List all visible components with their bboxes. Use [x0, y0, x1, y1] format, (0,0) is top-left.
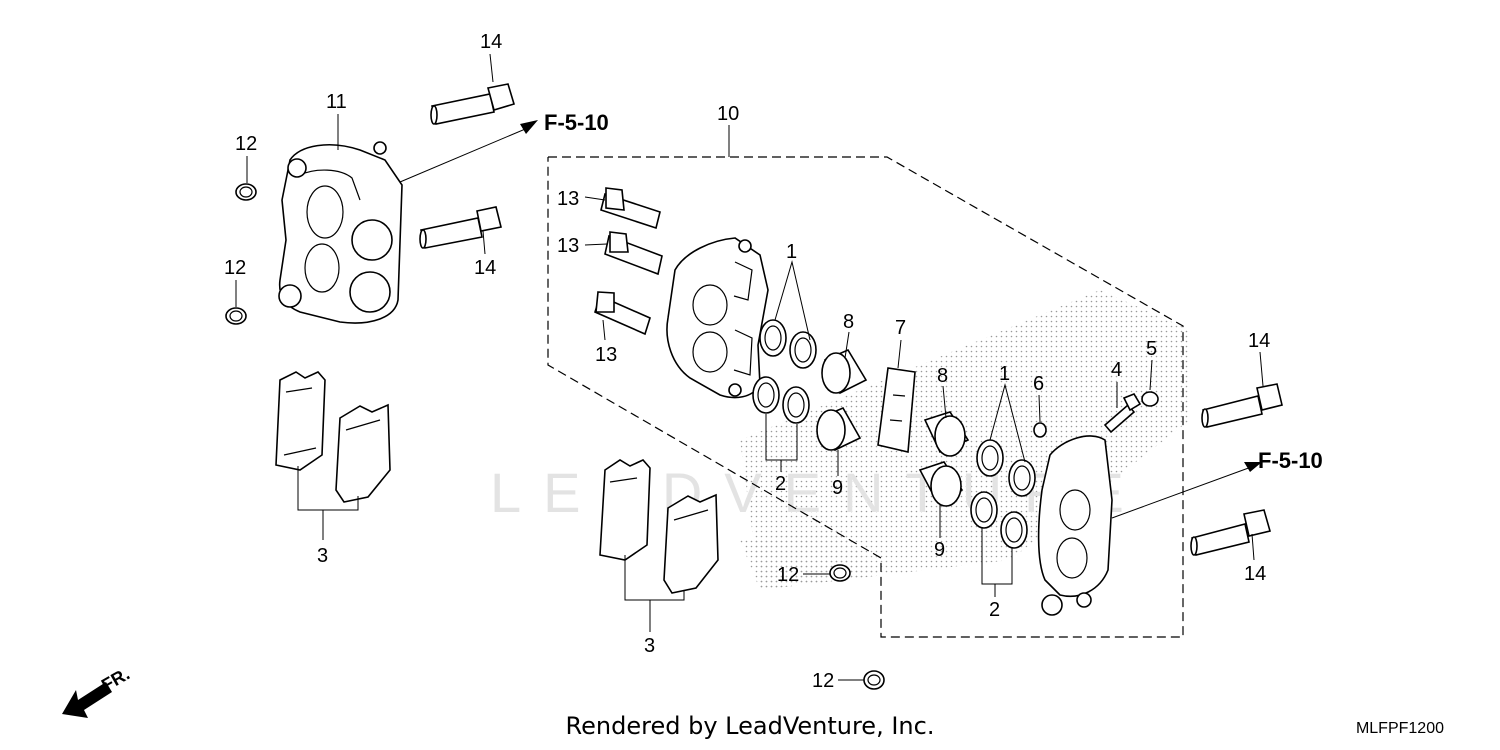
- ref-arrowhead-upper: [520, 120, 538, 134]
- reference-label-upper: F-5-10: [544, 110, 609, 135]
- bleeder-valve-4: [1103, 393, 1142, 434]
- callout-12: 12: [235, 133, 257, 155]
- bolt-14-upper-left: [430, 83, 515, 125]
- seal-12-upper: [235, 183, 257, 201]
- leader-lines: [235, 53, 1264, 681]
- washer-6: [1033, 422, 1047, 438]
- pistons-center-left: [816, 348, 868, 452]
- callout-3: 3: [317, 545, 328, 567]
- callout-13: 13: [557, 235, 579, 257]
- callout-12: 12: [812, 670, 834, 692]
- callout-2: 2: [989, 599, 1000, 621]
- callout-14: 14: [480, 31, 502, 53]
- callout-4: 4: [1111, 359, 1122, 381]
- caliper-body-right: [1037, 435, 1113, 616]
- seal-12-lower: [225, 307, 247, 325]
- seal-12-bottom: [863, 670, 885, 690]
- reference-label-lower: F-5-10: [1258, 448, 1323, 473]
- brake-pads-center: [599, 459, 719, 594]
- callout-10: 10: [717, 103, 739, 125]
- bolt-14-upper-right: [1201, 383, 1283, 428]
- bolt-14-lower-right: [1190, 509, 1271, 556]
- callout-13: 13: [595, 344, 617, 366]
- bolt-13-lower: [594, 291, 651, 336]
- bleeder-cap-5: [1141, 391, 1159, 407]
- caliper-body-left: [278, 141, 403, 324]
- callout-5: 5: [1146, 338, 1157, 360]
- callout-2: 2: [775, 473, 786, 495]
- piston-seals-center-left: [752, 319, 817, 424]
- callout-1: 1: [786, 241, 797, 263]
- pad-spring-7: [877, 367, 916, 453]
- callout-12: 12: [777, 564, 799, 586]
- callout-11: 11: [326, 91, 347, 113]
- callout-13: 13: [557, 188, 579, 210]
- callout-6: 6: [1033, 373, 1044, 395]
- bolt-14-lower-left: [419, 206, 502, 249]
- callout-9: 9: [934, 539, 945, 561]
- callout-8: 8: [937, 365, 948, 387]
- piston-seals-center-right: [970, 439, 1036, 549]
- caliper-body-center: [666, 237, 769, 399]
- callout-14: 14: [474, 257, 496, 279]
- kit-boundary-outline: [547, 156, 1184, 638]
- callout-8: 8: [843, 311, 854, 333]
- callout-7: 7: [895, 317, 906, 339]
- callout-14: 14: [1244, 563, 1266, 585]
- ref-arrowhead-lower: [1244, 462, 1262, 472]
- pistons-center-right: [918, 411, 970, 507]
- brake-pads-left: [275, 371, 391, 503]
- callout-14: 14: [1248, 330, 1270, 352]
- front-direction-arrow-icon: [62, 682, 112, 718]
- callout-12: 12: [224, 257, 246, 279]
- callout-1: 1: [999, 363, 1010, 385]
- bolt-13-upper: [600, 187, 661, 230]
- bolt-13-middle: [604, 231, 663, 276]
- callout-9: 9: [832, 477, 843, 499]
- diagram-code: MLFPF1200: [1355, 720, 1444, 737]
- callout-3: 3: [644, 635, 655, 657]
- footer-credit: Rendered by LeadVenture, Inc.: [565, 712, 935, 740]
- seal-12-center: [829, 564, 851, 582]
